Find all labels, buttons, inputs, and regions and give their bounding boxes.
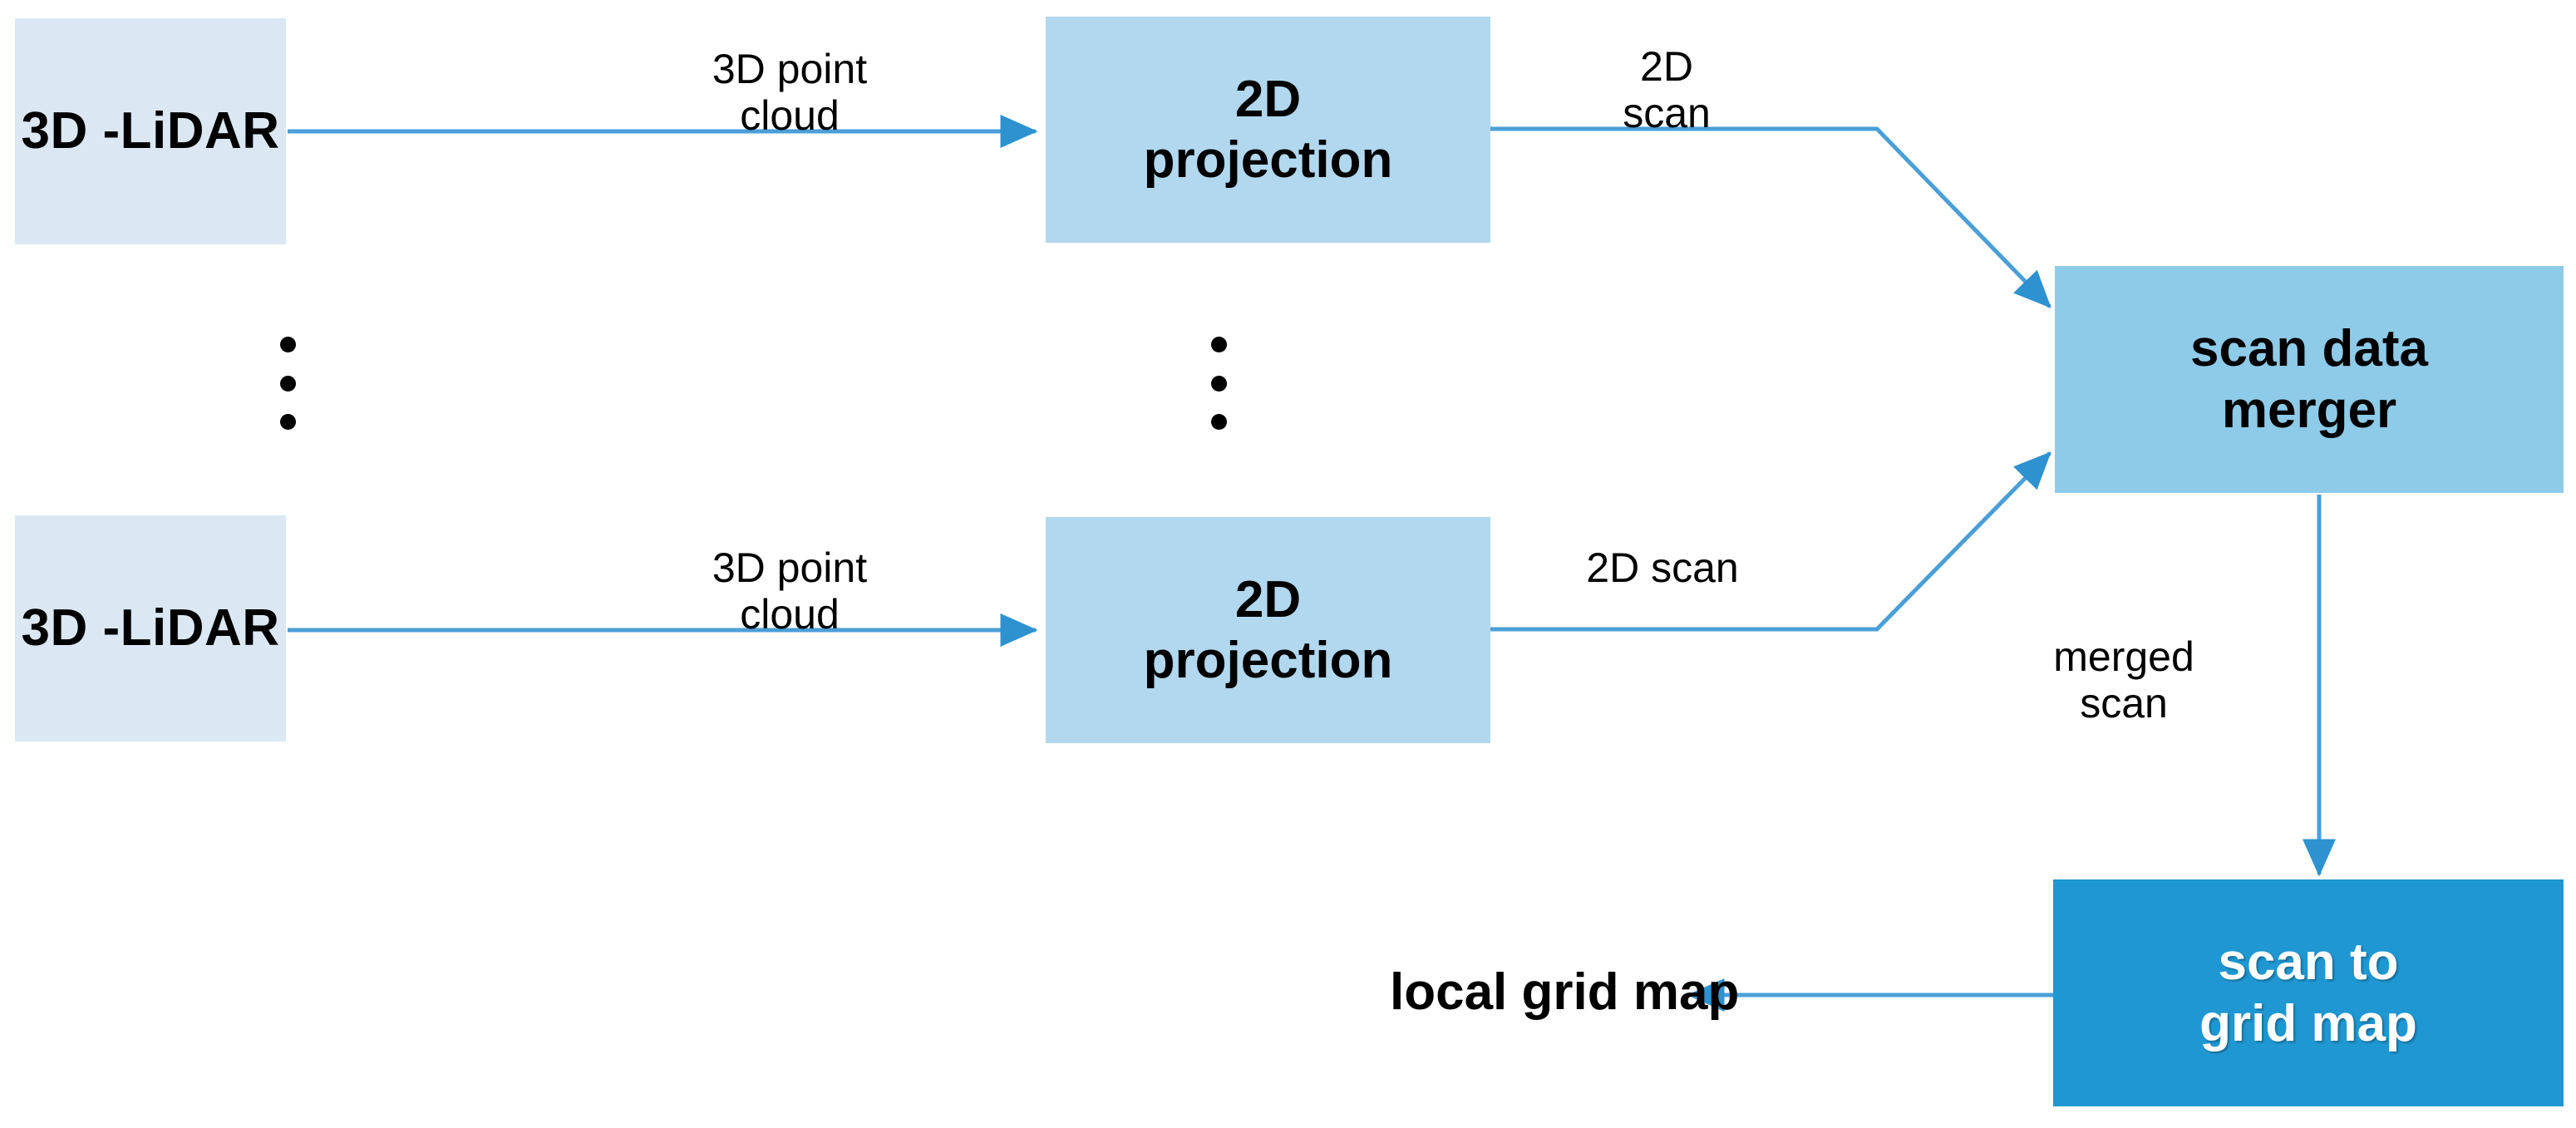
node-lidar-top[interactable]: 3D -LiDAR	[15, 18, 286, 244]
label-local-grid-map: local grid map	[1390, 963, 1740, 1021]
node-projection-top-label: 2D projection	[1143, 70, 1393, 189]
edge-label-2d-scan-top: 2D scan	[1623, 43, 1711, 136]
ellipsis-dot	[280, 414, 296, 430]
node-scan-data-merger-label: scan data merger	[2189, 320, 2429, 439]
ellipsis-projection-column	[1211, 337, 1227, 430]
edge-label-3d-point-cloud-bottom: 3D point cloud	[712, 544, 868, 638]
node-projection-bottom-label: 2D projection	[1143, 570, 1393, 689]
node-projection-bottom[interactable]: 2D projection	[1046, 517, 1490, 743]
ellipsis-dot	[280, 375, 296, 392]
arrow-projection-bottom-to-merger	[1490, 451, 2051, 632]
node-scan-data-merger[interactable]: scan data merger	[2055, 266, 2564, 493]
edge-label-merged-scan: merged scan	[2053, 633, 2194, 727]
node-lidar-bottom-label: 3D -LiDAR	[21, 599, 280, 658]
ellipsis-dot	[1211, 414, 1227, 430]
node-lidar-bottom[interactable]: 3D -LiDAR	[15, 515, 286, 741]
node-scan-to-grid-map[interactable]: scan to grid map	[2053, 879, 2564, 1106]
arrow-projection-top-to-merger	[1490, 126, 2051, 308]
ellipsis-lidar-column	[280, 337, 296, 430]
node-scan-to-grid-map-label: scan to grid map	[2199, 933, 2417, 1052]
ellipsis-dot	[1211, 375, 1227, 392]
ellipsis-dot	[1211, 337, 1227, 352]
edge-label-2d-scan-bottom: 2D scan	[1586, 544, 1739, 591]
edge-label-3d-point-cloud-top: 3D point cloud	[712, 46, 868, 139]
node-lidar-top-label: 3D -LiDAR	[21, 102, 280, 160]
ellipsis-dot	[280, 337, 296, 352]
node-projection-top[interactable]: 2D projection	[1046, 17, 1490, 243]
